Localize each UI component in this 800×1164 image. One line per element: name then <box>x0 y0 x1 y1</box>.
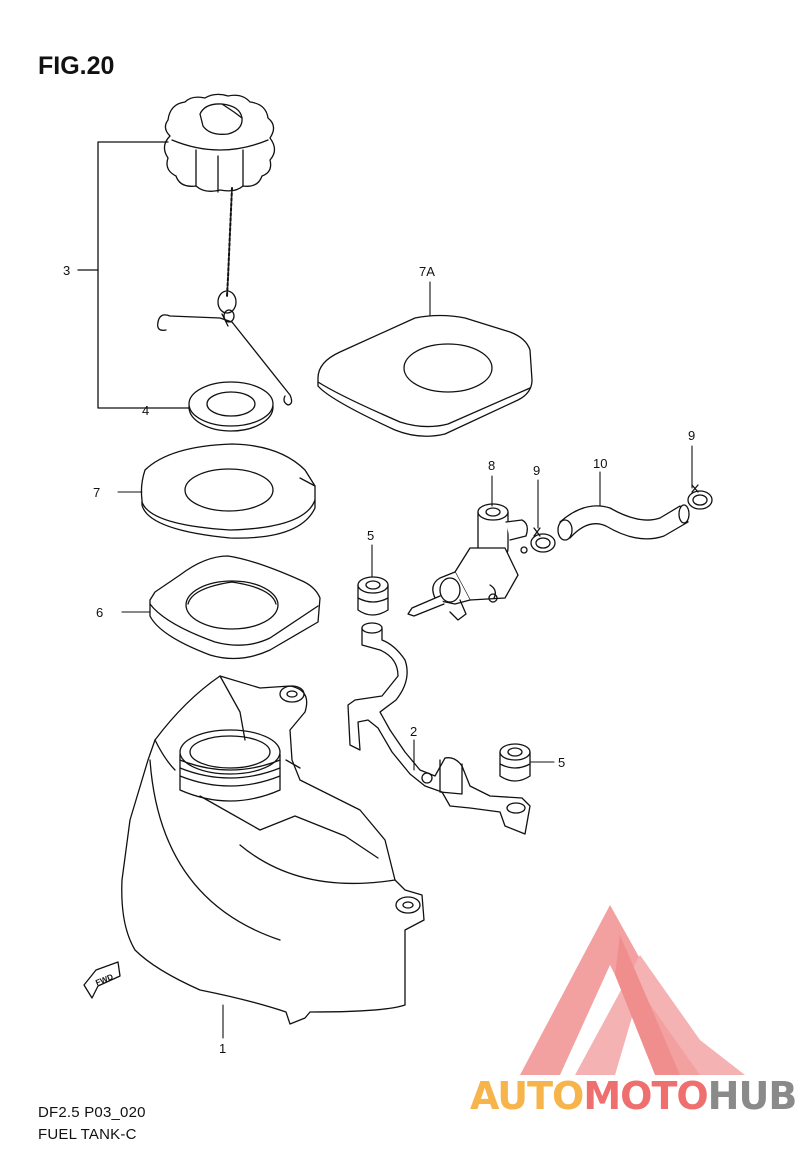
callout-5-upper: 5 <box>367 528 374 543</box>
callout-7a: 7A <box>419 264 435 279</box>
callout-2: 2 <box>410 724 417 739</box>
callout-5-lower: 5 <box>558 755 565 770</box>
watermark-auto: AUTO <box>470 1074 584 1118</box>
bracket-part-2 <box>347 622 531 835</box>
callout-6: 6 <box>96 605 103 620</box>
callout-9-left: 9 <box>533 463 540 478</box>
callout-4: 4 <box>142 403 149 418</box>
clip-part-9-left <box>530 527 556 553</box>
watermark-text: AUTOMOTOHUB <box>470 1074 798 1118</box>
fuel-cap-part-3 <box>157 93 293 406</box>
fuel-tank-part-1 <box>121 675 425 1025</box>
callout-8: 8 <box>488 458 495 473</box>
clip-part-9-right <box>687 484 713 510</box>
figure-title: FIG.20 <box>38 52 115 80</box>
watermark-hub: HUB <box>707 1074 798 1118</box>
callout-1: 1 <box>219 1041 226 1056</box>
watermark-moto: MOTO <box>583 1074 708 1118</box>
callout-labels: 3 4 7 6 7A 5 8 9 10 9 2 5 1 <box>63 263 695 1056</box>
callout-9-right: 9 <box>688 428 695 443</box>
cushion-part-6 <box>149 555 321 660</box>
fuel-hose-part-10 <box>557 504 690 541</box>
callout-10: 10 <box>593 456 607 471</box>
grommet-part-5-upper <box>357 576 389 616</box>
packing-part-7 <box>140 443 316 539</box>
fwd-arrow <box>83 961 121 999</box>
callout-leader-3 <box>77 141 191 409</box>
fuel-cock-part-8 <box>407 503 528 621</box>
callout-leaders <box>117 281 693 1039</box>
figure-code: DF2.5 P03_020 <box>38 1104 146 1121</box>
grommet-part-5-lower <box>499 743 531 782</box>
watermark-logo <box>520 905 745 1075</box>
callout-3: 3 <box>63 263 70 278</box>
plate-part-7a <box>317 314 533 437</box>
figure-name: FUEL TANK-C <box>38 1126 137 1143</box>
gasket-part-4 <box>188 381 274 432</box>
callout-7: 7 <box>93 485 100 500</box>
